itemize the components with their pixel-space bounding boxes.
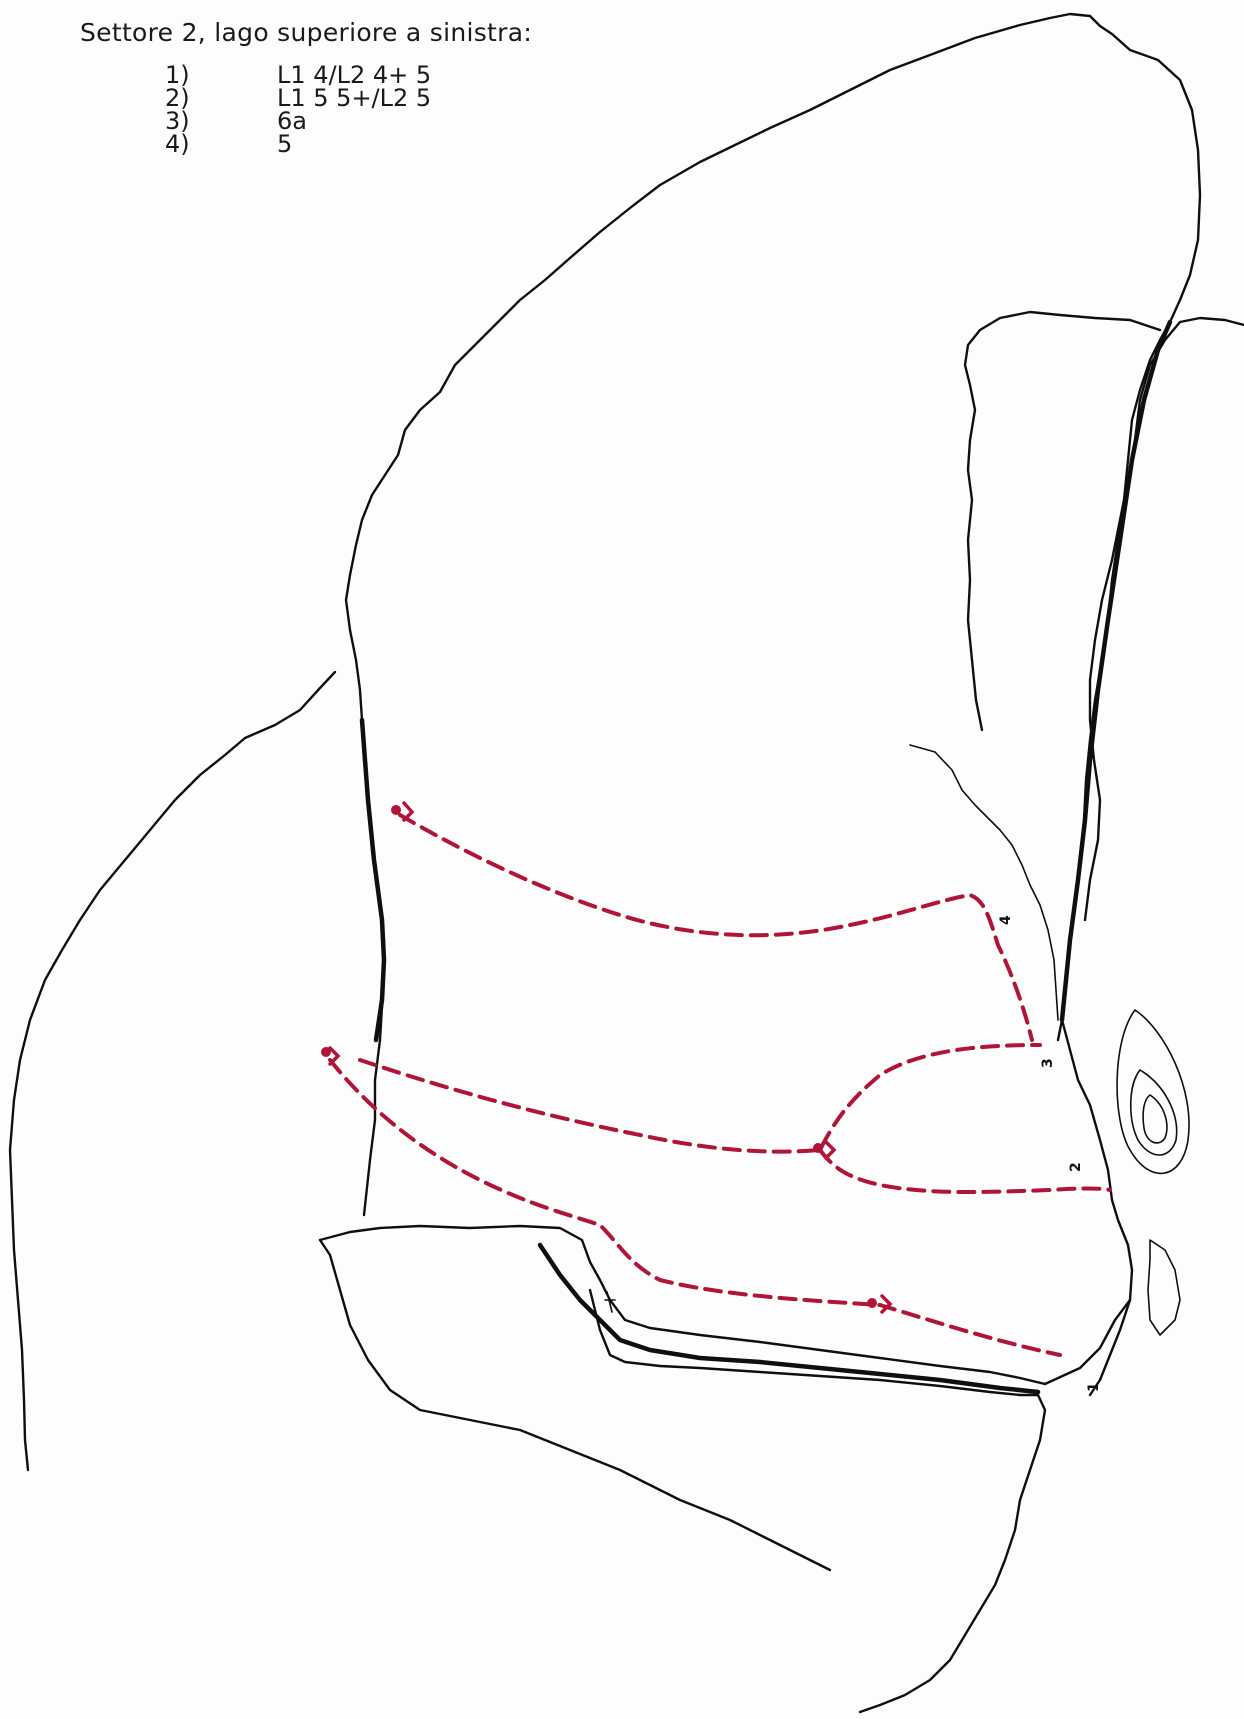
crag-outline <box>346 14 1200 1215</box>
route-4-start-dot <box>391 805 401 815</box>
route-1-waypoint-dot <box>867 1298 877 1308</box>
boulder-ring-outer <box>1117 1010 1189 1173</box>
bottom-boulder-outline <box>1045 1300 1130 1384</box>
route-2-junction-arrow <box>826 1142 834 1158</box>
boulder-ring-inner <box>1143 1095 1167 1143</box>
crag-right-ridge <box>1062 322 1170 1020</box>
route-1-line <box>330 1060 1060 1355</box>
right-flake-outline <box>965 312 1160 730</box>
ledge-lower-lip <box>590 1290 1038 1395</box>
small-crack-right <box>1148 1240 1180 1335</box>
bottom-crack <box>860 1395 1045 1712</box>
left-slab-outline <box>10 672 335 1470</box>
route-4-label: 4 <box>998 915 1014 925</box>
route-2-line <box>820 1150 1110 1192</box>
route-3-label: 3 <box>1040 1058 1056 1068</box>
crag-left-edge <box>362 720 384 1040</box>
dihedral-crack <box>1062 1020 1132 1395</box>
lower-boulder-outline <box>320 1240 830 1570</box>
ledge-outline <box>320 1226 1045 1384</box>
route-2-label: 2 <box>1068 1162 1084 1172</box>
route-3-line <box>360 1045 1040 1152</box>
route-4-start-arrow <box>404 803 412 820</box>
route-2-junction-dot <box>813 1143 823 1153</box>
route-1-label: 1 <box>1086 1382 1102 1392</box>
groove-line <box>910 745 1058 1020</box>
route-4-line <box>400 815 1032 1040</box>
